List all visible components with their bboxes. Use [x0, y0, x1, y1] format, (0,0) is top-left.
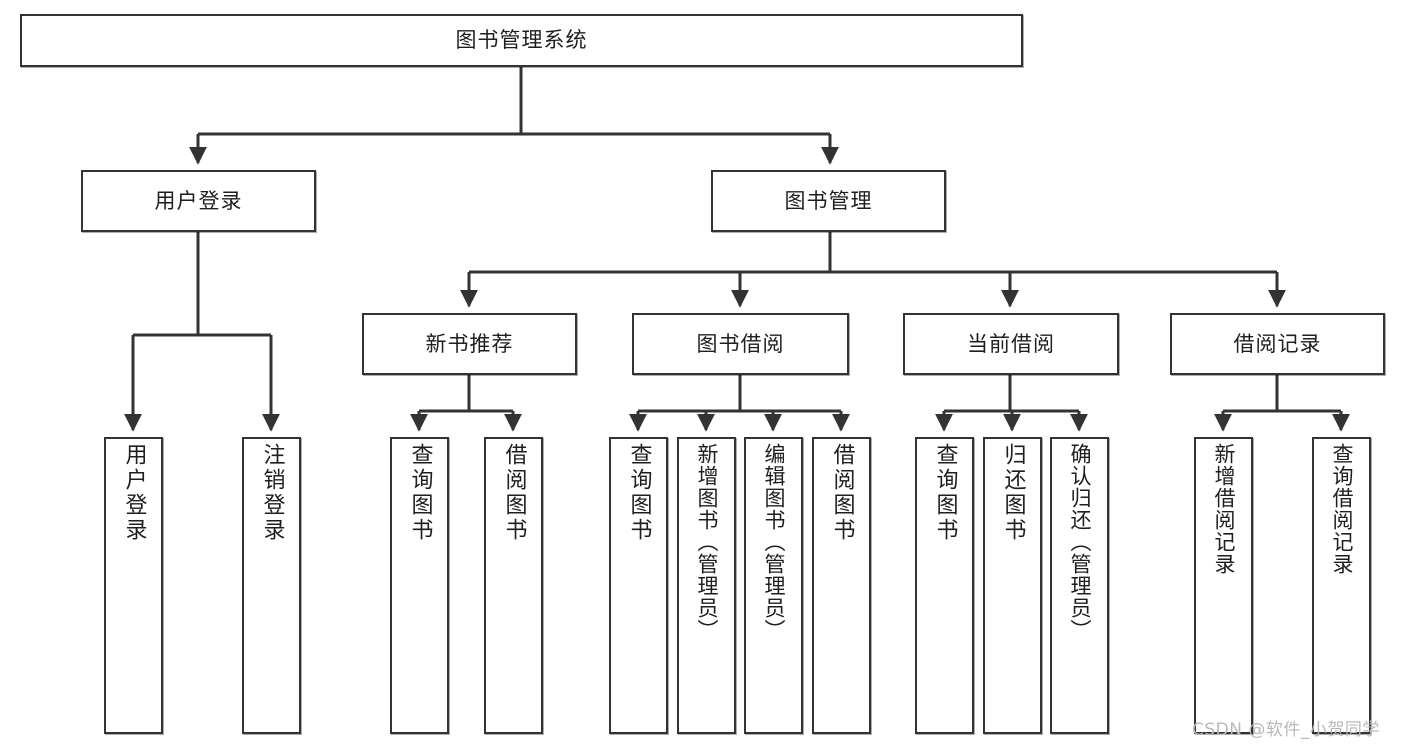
node-leaf-book-borrow-edit[interactable]: 编辑图书（管理员） [744, 437, 803, 734]
node-book-borrow[interactable]: 图书借阅 [632, 313, 849, 375]
node-leaf-borrow-record-add[interactable]: 新增借阅记录 [1194, 437, 1253, 734]
node-current-borrow[interactable]: 当前借阅 [903, 313, 1119, 375]
node-user-login[interactable]: 用户登录 [81, 170, 316, 232]
node-book-borrow-label: 图书借阅 [696, 331, 785, 356]
node-leaf-current-borrow-confirm[interactable]: 确认归还（管理员） [1050, 437, 1109, 734]
node-book-management[interactable]: 图书管理 [711, 170, 946, 232]
node-leaf-label: 查询图书 [407, 443, 433, 543]
node-leaf-label: 注销登录 [259, 443, 285, 543]
node-leaf-new-book-query[interactable]: 查询图书 [390, 437, 449, 734]
node-leaf-label: 查询图书 [626, 443, 652, 543]
node-leaf-label: 新增图书（管理员） [695, 443, 719, 641]
node-book-management-label: 图书管理 [784, 188, 873, 213]
node-leaf-book-borrow-add[interactable]: 新增图书（管理员） [677, 437, 736, 734]
node-leaf-label: 用户登录 [121, 443, 147, 543]
node-leaf-current-borrow-query[interactable]: 查询图书 [915, 437, 974, 734]
node-leaf-book-borrow-borrow[interactable]: 借阅图书 [812, 437, 871, 734]
node-current-borrow-label: 当前借阅 [967, 331, 1055, 356]
node-root-label: 图书管理系统 [455, 28, 588, 53]
node-root[interactable]: 图书管理系统 [20, 14, 1023, 67]
node-leaf-label: 查询图书 [932, 443, 958, 543]
node-leaf-book-borrow-query[interactable]: 查询图书 [609, 437, 668, 734]
node-leaf-label: 归还图书 [1000, 443, 1026, 543]
csdn-watermark: CSDN @软件_小贺同学 [1192, 720, 1380, 740]
node-borrow-record-label: 借阅记录 [1233, 331, 1322, 356]
node-leaf-label: 新增借阅记录 [1212, 443, 1236, 575]
node-new-book-recommend-label: 新书推荐 [425, 331, 514, 356]
node-new-book-recommend[interactable]: 新书推荐 [362, 313, 577, 375]
node-leaf-user-login-login[interactable]: 用户登录 [104, 437, 163, 734]
node-borrow-record[interactable]: 借阅记录 [1170, 313, 1385, 375]
node-leaf-label: 查询借阅记录 [1330, 443, 1354, 575]
node-leaf-new-book-borrow[interactable]: 借阅图书 [484, 437, 543, 734]
node-leaf-label: 借阅图书 [829, 443, 855, 543]
node-user-login-label: 用户登录 [154, 188, 243, 213]
node-leaf-borrow-record-query[interactable]: 查询借阅记录 [1312, 437, 1371, 734]
node-leaf-label: 借阅图书 [501, 443, 527, 543]
node-leaf-label: 编辑图书（管理员） [762, 443, 786, 641]
node-leaf-current-borrow-return[interactable]: 归还图书 [983, 437, 1042, 734]
node-leaf-user-login-logout[interactable]: 注销登录 [242, 437, 301, 734]
node-leaf-label: 确认归还（管理员） [1068, 443, 1092, 641]
